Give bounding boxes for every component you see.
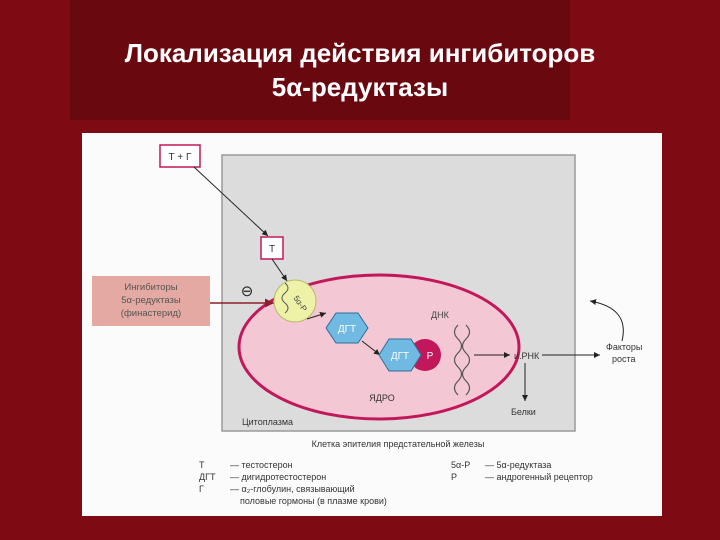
enzyme-5a-reductase: [273, 279, 317, 323]
inhibitor-label-2: 5α-редуктазы: [121, 295, 181, 306]
dna-helix-strand-1: [453, 324, 463, 396]
legend-text-r: — андрогенный рецептор: [485, 472, 593, 482]
legend-right: 5α-Р — 5α-редуктаза Р — андрогенный реце…: [451, 460, 593, 482]
proteins-label: Белки: [511, 407, 536, 417]
legend-text-g-cont: половые гормоны (в плазме крови): [240, 496, 387, 506]
minus-sign: ⊖: [241, 283, 254, 300]
cell-caption: Клетка эпителия предстательной железы: [312, 439, 485, 449]
dgt-label-free: ДГТ: [338, 324, 356, 335]
arrow-t-to-enzyme: [271, 258, 288, 282]
legend-key-g: Г: [199, 484, 204, 494]
legend-key-5ar: 5α-Р: [451, 460, 470, 470]
title-line-2: 5α-редуктазы: [271, 72, 449, 102]
dna-helix-strand-2: [461, 324, 471, 396]
enzyme-squiggle: [281, 282, 289, 314]
dgt-molecule-bound: [378, 338, 422, 372]
mrnk-label: и.РНК: [514, 351, 540, 361]
legend-left: Т — тестостерон ДГТ — дигидротестостерон…: [199, 460, 387, 506]
box-t-plus-g-label: Т + Г: [169, 152, 193, 163]
inhibitor-label-3: (финастерид): [121, 308, 181, 319]
growth-factors-label-1: Факторы: [606, 342, 642, 352]
arrow-tg-to-t: [193, 166, 269, 237]
diagram-figure: Т + Г Т Ингибиторы 5α-редуктазы (финасте…: [82, 133, 662, 516]
legend-key-dgt: ДГТ: [199, 472, 216, 482]
dgt-label-bound: ДГТ: [391, 351, 409, 362]
legend-text-dgt: — дигидротестостерон: [230, 472, 326, 482]
title-panel: [70, 0, 570, 120]
legend-text-g: — α₂-глобулин, связывающий: [230, 484, 355, 494]
nucleus-label: ЯДРО: [369, 393, 394, 403]
inhibitor-label-1: Ингибиторы: [124, 282, 177, 293]
box-t-plus-g: [159, 144, 201, 168]
androgen-receptor: [409, 339, 441, 371]
title-line-1: Локализация действия ингибиторов: [124, 38, 596, 68]
slide-title: Локализация действия ингибиторов 5α-реду…: [40, 36, 680, 104]
inhibitor-box: [92, 276, 210, 326]
legend-text-5ar: — 5α-редуктаза: [485, 460, 551, 470]
cytoplasm-label: Цитоплазма: [242, 417, 293, 427]
box-t-label: Т: [269, 244, 275, 255]
arrow-enzyme-to-dgt: [306, 311, 327, 320]
diagram-svg: Т + Г Т Ингибиторы 5α-редуктазы (финасте…: [92, 144, 642, 506]
dgt-molecule-free: [325, 312, 369, 344]
dnk-label: ДНК: [431, 310, 450, 320]
growth-factor-feedback-arrow: [589, 299, 624, 342]
arrow-dgt-to-complex: [361, 340, 381, 356]
growth-factors-label-2: роста: [612, 354, 636, 364]
legend-text-t: — тестостерон: [230, 460, 293, 470]
legend-key-r: Р: [451, 472, 457, 482]
receptor-label: Р: [427, 351, 434, 362]
legend-key-t: Т: [199, 460, 205, 470]
